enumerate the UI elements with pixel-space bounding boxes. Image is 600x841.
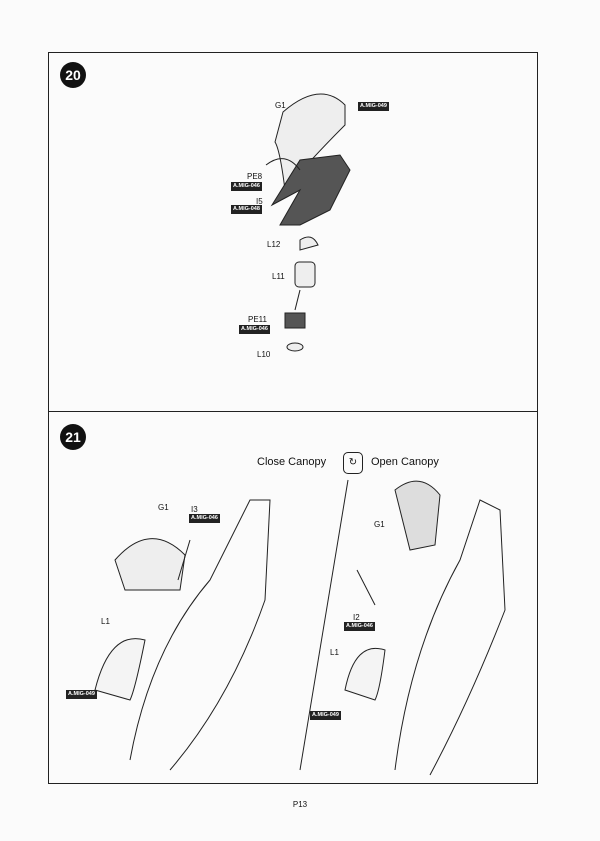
- part-label-i2: I2: [353, 613, 360, 622]
- close-canopy-label: Close Canopy: [257, 456, 327, 468]
- canopy-g1: [274, 93, 346, 192]
- part-label-pe8: PE8: [247, 172, 263, 181]
- step-divider: [48, 411, 537, 412]
- step-number-20: 20: [60, 62, 86, 88]
- part-label-pe11: PE11: [248, 315, 267, 324]
- part-label-g1: G1: [275, 101, 286, 110]
- paint-tag-g1: A.MIG-049: [358, 102, 389, 111]
- part-label-l1-left: L1: [101, 617, 110, 626]
- canopy-frame-i5: [270, 154, 351, 226]
- part-label-l12: L12: [267, 240, 281, 249]
- toggle-canopy-icon: ↻: [343, 452, 363, 474]
- part-label-g1-right: G1: [374, 520, 385, 529]
- paint-tag-l1-right: A.MIG-049: [310, 711, 341, 720]
- fuselage-left: [129, 499, 271, 771]
- paint-tag-l1-left: A.MIG-049: [66, 690, 97, 699]
- part-label-i5: I5: [256, 197, 263, 206]
- page-frame: [48, 52, 538, 784]
- separator-line: [299, 479, 349, 771]
- fuselage-right: [394, 499, 506, 776]
- canopy-left: [114, 538, 186, 591]
- paint-tag-i3: A.MIG-046: [189, 514, 220, 523]
- part-label-g1-left: G1: [158, 503, 169, 512]
- part-pe11: [284, 312, 306, 329]
- paint-tag-i5: A.MIG-048: [231, 205, 262, 214]
- step-number-21: 21: [60, 424, 86, 450]
- paint-tag-pe11: A.MIG-046: [239, 325, 270, 334]
- part-l11: [294, 261, 316, 288]
- part-l10: [286, 342, 304, 352]
- part-label-l10: L10: [257, 350, 271, 359]
- page-number: P13: [292, 800, 308, 809]
- windscreen-left: [94, 638, 146, 701]
- part-l12: [299, 236, 319, 251]
- part-label-l11: L11: [272, 272, 285, 281]
- pe8-frame: [265, 158, 301, 171]
- windscreen-right: [344, 648, 386, 701]
- paint-tag-i2: A.MIG-046: [344, 622, 375, 631]
- part-label-i3: I3: [191, 505, 198, 514]
- paint-tag-pe8: A.MIG-046: [231, 182, 262, 191]
- part-label-l1-right: L1: [330, 648, 339, 657]
- open-canopy-label: Open Canopy: [371, 456, 439, 468]
- canopy-right-open: [394, 480, 441, 551]
